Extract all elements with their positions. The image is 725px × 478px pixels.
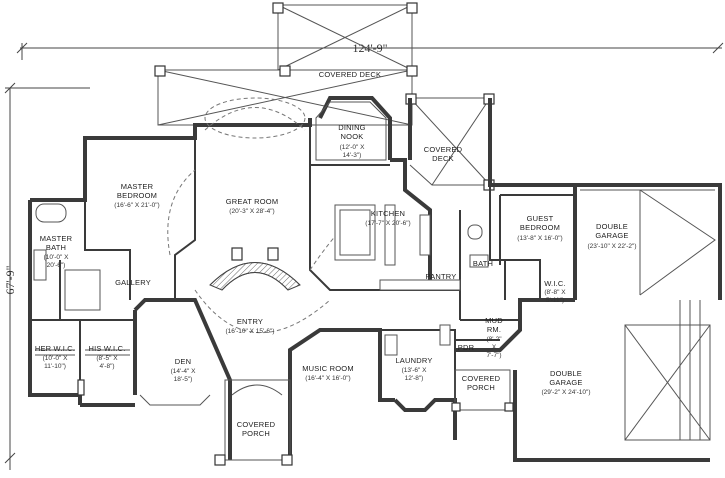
covered-deck-top — [154, 2, 418, 126]
her-wic-label: HER W.I.C. — [35, 344, 75, 353]
mud-room-size-1: (8'-2" — [486, 336, 502, 343]
pantry-label: PANTRY — [426, 272, 457, 281]
closet-shelving — [35, 349, 130, 396]
great-room-windows — [204, 97, 306, 139]
kitchen-label: KITCHEN — [371, 209, 405, 218]
den-size-1: (14'-4" X — [171, 368, 197, 375]
covered-deck-right-label-1: COVERED — [424, 145, 463, 154]
master-bath-label-2: BATH — [46, 243, 66, 252]
garage-top-details — [580, 189, 716, 296]
covered-porch-front — [214, 379, 293, 466]
covered-deck-top-label: COVERED DECK — [319, 70, 381, 79]
wic-guest-label: W.I.C. — [544, 279, 566, 288]
wic-guest-size-2: 5'-11") — [546, 297, 564, 304]
covered-porch-right-label-1: COVERED — [462, 374, 501, 383]
entry-size: (16'-10" X 15'-6") — [225, 328, 274, 335]
mud-room-label-2: RM. — [487, 325, 501, 334]
wic-guest-size-1: (8'-8" X — [544, 289, 566, 296]
dining-nook-label-1: DINING — [338, 123, 365, 132]
double-garage-bottom-label-1: DOUBLE — [550, 369, 582, 378]
music-room-label: MUSIC ROOM — [302, 364, 354, 373]
his-wic-label: HIS W.I.C. — [88, 344, 125, 353]
laundry-size-2: 12'-8") — [405, 375, 424, 382]
laundry-bay — [384, 324, 451, 356]
guest-bedroom-size: (13'-8" X 16'-0") — [517, 235, 562, 242]
covered-porch-front-label-1: COVERED — [237, 420, 276, 429]
den-size-2: 18'-5") — [174, 376, 193, 383]
laundry-label: LAUNDRY — [395, 356, 432, 365]
guest-fixtures — [467, 224, 489, 268]
guest-bedroom-label-1: GUEST — [527, 214, 554, 223]
kitchen-size: (17'-7" X 20'-6") — [365, 220, 410, 227]
master-bath-size-2: 20'-6") — [47, 262, 66, 269]
her-wic-size-2: 11'-10") — [44, 363, 66, 370]
his-wic-size-2: 4'-8") — [99, 363, 114, 370]
dining-nook-size-2: 14'-3") — [343, 152, 362, 159]
exterior-walls — [28, 96, 722, 462]
den-label: DEN — [175, 357, 191, 366]
depth-dimension-line — [4, 82, 90, 470]
covered-porch-right-label-2: PORCH — [467, 383, 495, 392]
great-room-label: GREAT ROOM — [226, 197, 279, 206]
mud-room-size-2: X — [492, 344, 497, 351]
master-bath-label-1: MASTER — [40, 234, 73, 243]
his-wic-size-1: (8'-5" X — [96, 355, 118, 362]
great-room-size: (20'-3" X 28'-4") — [229, 208, 274, 215]
covered-deck-right — [405, 93, 495, 191]
double-garage-top-size: (23'-10" X 22'-2") — [587, 243, 636, 250]
mud-room-label-1: MUD — [485, 316, 503, 325]
overall-width-label: 124'-9" — [352, 41, 387, 55]
dining-nook-bay — [315, 101, 387, 161]
laundry-size-1: (13'-6" X — [402, 367, 428, 374]
den-window-bay — [139, 394, 211, 406]
width-dimension-line — [16, 42, 724, 60]
gallery-label: GALLERY — [115, 278, 151, 287]
master-bedroom-size: (16'-6" X 21'-0") — [114, 202, 159, 209]
covered-porch-right — [451, 369, 514, 412]
double-garage-top-label-2: GARAGE — [595, 231, 628, 240]
double-garage-bottom-size: (29'-2" X 24'-10") — [541, 389, 590, 396]
master-bath-size-1: (10'-0" X — [44, 254, 70, 261]
garage-bottom-details — [624, 300, 711, 441]
master-bath-fixtures — [33, 203, 101, 311]
master-bedroom-label-1: MASTER — [121, 182, 154, 191]
her-wic-size-1: (10'-0" X — [43, 355, 69, 362]
covered-porch-front-label-2: PORCH — [242, 429, 270, 438]
bath-label: BATH — [473, 259, 493, 268]
double-garage-top-label-1: DOUBLE — [596, 222, 628, 231]
curved-staircase — [209, 247, 301, 291]
pdr-label: PDR — [458, 343, 475, 352]
overall-depth-label: 67'-9" — [3, 265, 17, 294]
master-bedroom-label-2: BEDROOM — [117, 191, 157, 200]
mud-room-size-3: 7'-7") — [486, 352, 501, 359]
guest-bedroom-label-2: BEDROOM — [520, 223, 560, 232]
entry-label: ENTRY — [237, 317, 263, 326]
double-garage-bottom-label-2: GARAGE — [549, 378, 582, 387]
kitchen-fixtures — [334, 204, 461, 291]
dining-nook-label-2: NOOK — [341, 132, 364, 141]
music-room-size: (16'-4" X 16'-0") — [305, 375, 350, 382]
covered-deck-right-label-2: DECK — [432, 154, 454, 163]
dining-nook-size-1: (12'-0" X — [340, 144, 366, 151]
